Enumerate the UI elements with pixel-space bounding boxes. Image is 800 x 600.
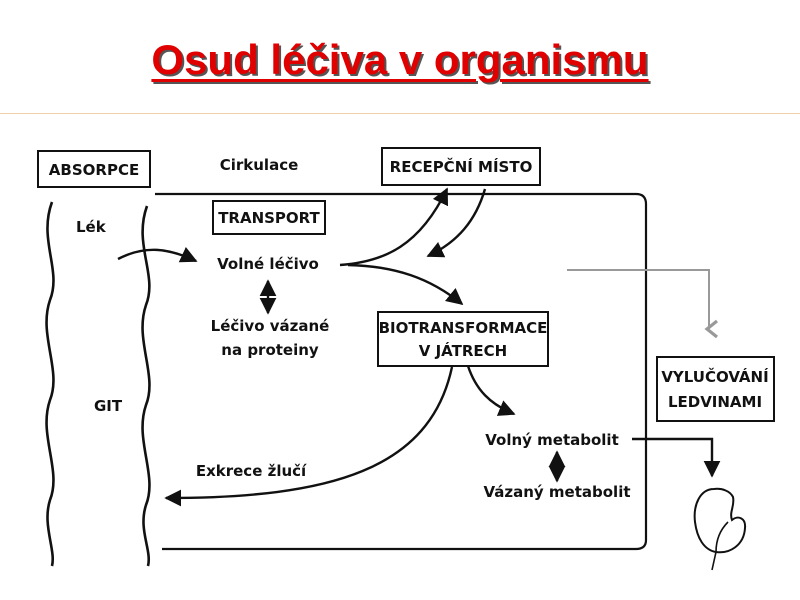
title-divider xyxy=(0,113,800,114)
vylucovani-line2: LEDVINAMI xyxy=(668,393,762,411)
recepcni-misto-label: RECEPČNÍ MÍSTO xyxy=(390,157,533,176)
absorpce-label: ABSORPCE xyxy=(49,161,139,179)
biotransformace-box xyxy=(377,311,549,367)
arrow-to-kidney xyxy=(632,437,721,478)
cirkulace-label: Cirkulace xyxy=(220,156,299,174)
arrow-from-receptor xyxy=(426,188,487,258)
circulation-loop xyxy=(155,192,648,551)
vylucovani-box xyxy=(656,356,775,422)
volne-lecivo-label: Volné léčivo xyxy=(217,255,319,273)
lek-arrow xyxy=(117,247,198,263)
lecivo-vazane-line2: na proteiny xyxy=(221,341,319,359)
volny-metabolit-label: Volný metabolit xyxy=(485,431,619,449)
arrow-bile-excretion xyxy=(164,366,454,507)
kidney-icon xyxy=(693,487,747,571)
transport-box xyxy=(212,200,326,235)
lek-label: Lék xyxy=(76,218,107,236)
biotransformace-line1: BIOTRANSFORMACE xyxy=(379,319,548,337)
arrow-to-excretion xyxy=(567,269,718,339)
arrow-to-receptor xyxy=(339,187,449,267)
slide-title: Osud léčiva v organismu xyxy=(151,36,649,83)
lecivo-vazane-line1: Léčivo vázané xyxy=(211,317,330,335)
git-label: GIT xyxy=(94,397,123,415)
recepcni-misto-box xyxy=(381,147,541,186)
transport-label: TRANSPORT xyxy=(218,209,320,227)
arrow-to-biotransformation xyxy=(347,263,464,306)
vazany-metabolit-label: Vázaný metabolit xyxy=(483,483,630,501)
biotransformace-line2: V JÁTRECH xyxy=(419,341,507,360)
git-wall-left xyxy=(45,201,55,567)
arrow-to-metabolite xyxy=(466,365,516,416)
git-wall-right xyxy=(141,205,151,567)
exkrece-zluci-label: Exkrece žlučí xyxy=(196,462,307,480)
vylucovani-line1: VYLUČOVÁNÍ xyxy=(661,367,769,386)
absorpce-box xyxy=(37,150,151,188)
